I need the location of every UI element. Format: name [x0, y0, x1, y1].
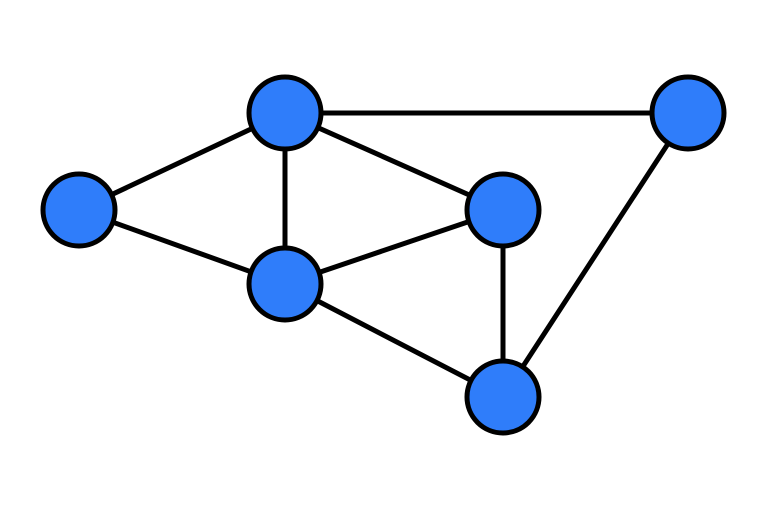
node-n2: [246, 74, 324, 152]
edges-layer: [76, 110, 691, 400]
node-n1: [40, 171, 118, 249]
node-n3: [246, 245, 324, 323]
node-n5: [649, 74, 727, 152]
edge-n2-n4: [282, 110, 506, 213]
edge-n5-n6: [500, 110, 691, 400]
node-n4: [464, 171, 542, 249]
nodes-layer: [40, 74, 727, 436]
node-n6: [464, 358, 542, 436]
edge-n3-n6: [282, 281, 506, 400]
